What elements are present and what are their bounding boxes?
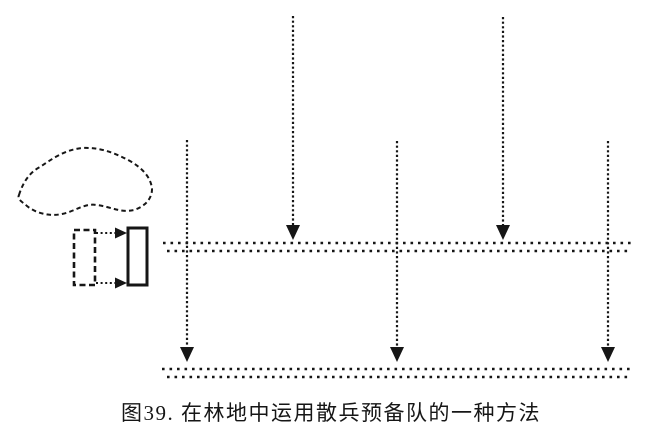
tactics-diagram (17, 16, 635, 379)
woodland-area-cloud (17, 146, 154, 216)
reserve-move-arrowhead (115, 277, 127, 289)
advance-arrowhead (390, 347, 404, 362)
advance-arrowhead (180, 347, 194, 362)
reserve-move-arrowhead (115, 227, 127, 239)
reserve-solid-rect (126, 226, 149, 287)
figure-caption: 图39. 在林地中运用散兵预备队的一种方法 (121, 401, 541, 425)
advance-arrowhead (286, 225, 300, 240)
reserve-dashed-rect (72, 228, 97, 287)
advance-arrowhead (601, 347, 615, 362)
advance-arrowhead (496, 225, 510, 240)
